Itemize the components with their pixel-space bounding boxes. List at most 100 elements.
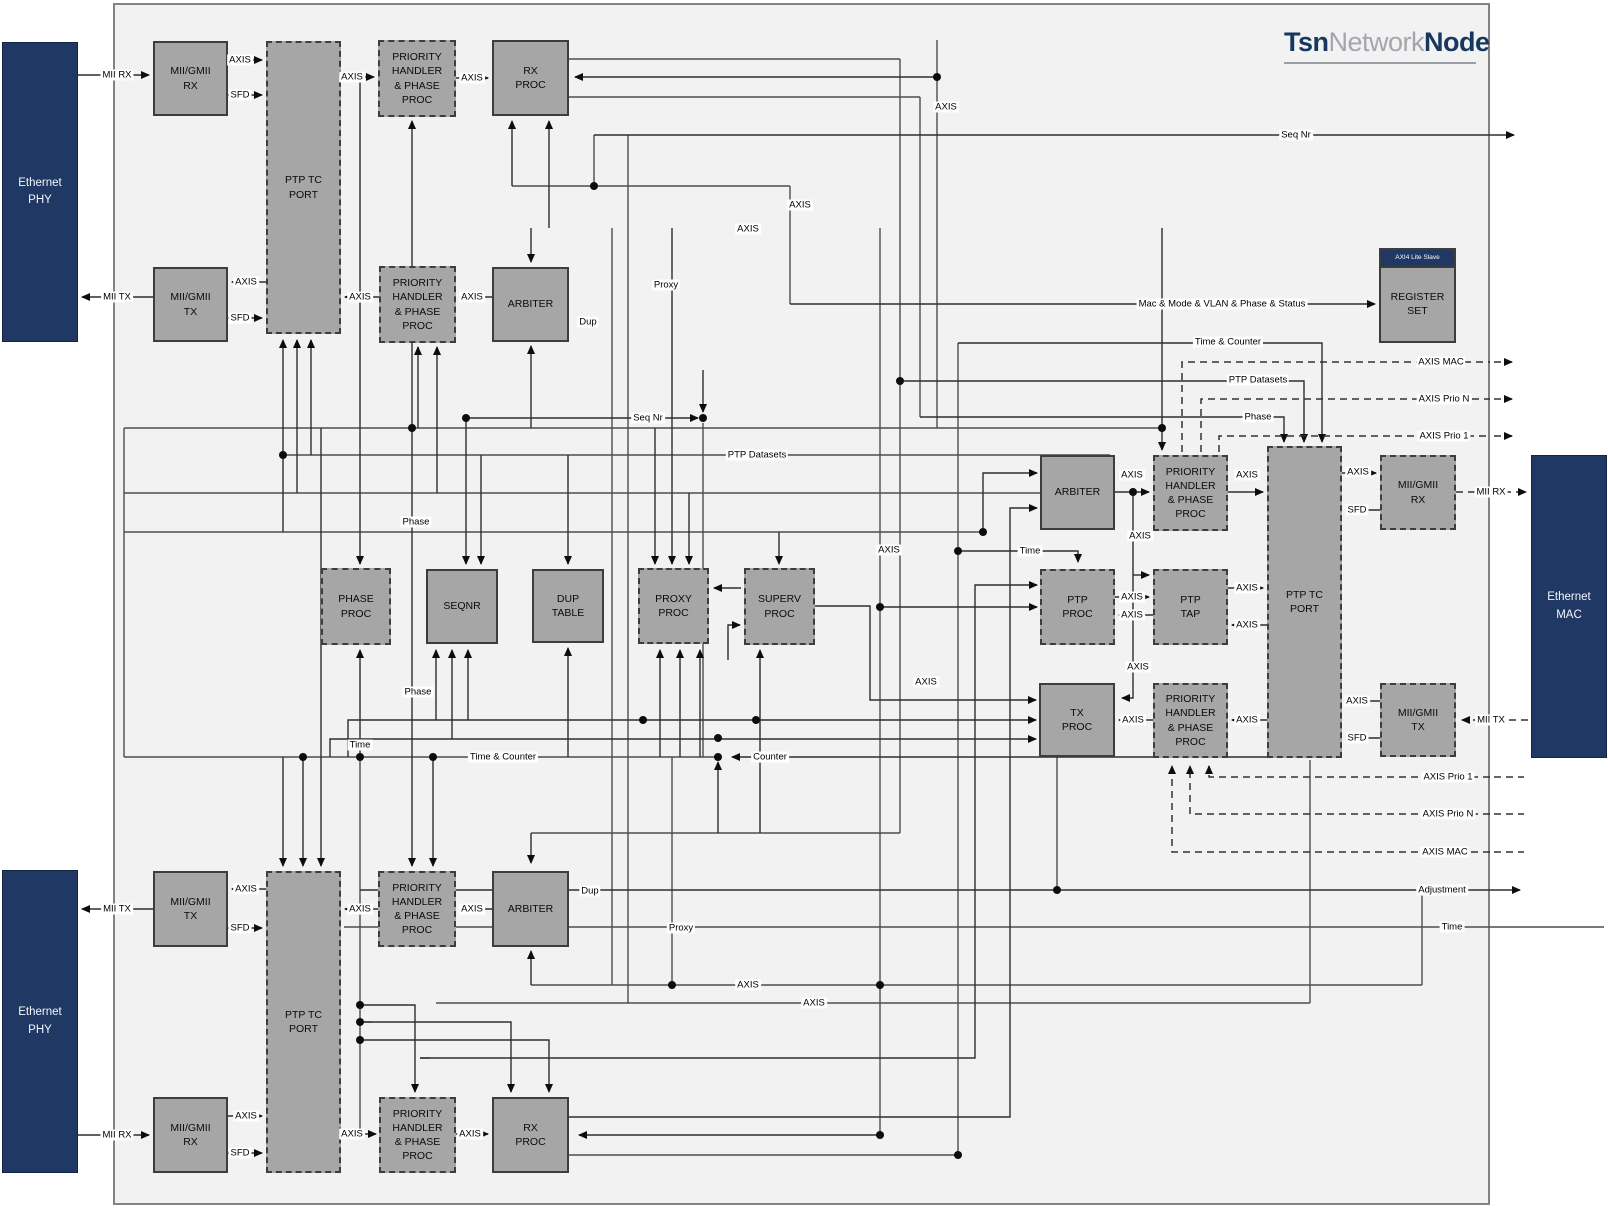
wire-label-axis-prio-1: AXIS Prio 1 <box>1417 430 1471 442</box>
wire-label-axis: AXIS <box>347 903 373 915</box>
ptp-tap-label: PTP TAP <box>1180 593 1201 620</box>
wire-label-time: Time <box>347 739 373 751</box>
wire-label-axis: AXIS <box>1234 619 1260 631</box>
mii-gmii-rx-right-label: MII/GMII RX <box>1397 479 1439 506</box>
wire-label-time: Time <box>1439 921 1465 933</box>
priority-handler-phase-proc-3: PRIORITY HANDLER & PHASE PROC <box>1153 455 1228 531</box>
ethernet-mac-label: Ethernet MAC <box>1547 591 1591 621</box>
rx-proc-bottom: RX PROC <box>492 1097 569 1173</box>
wire-label-proxy: Proxy <box>666 922 696 934</box>
mii-gmii-tx-right-label: MII/GMII TX <box>1397 706 1439 733</box>
wire-label-dup: Dup <box>579 885 601 897</box>
wire-label-seq-nr: Seq Nr <box>1279 129 1313 141</box>
mii-gmii-tx-bottom-left: MII/GMII TX <box>153 871 228 947</box>
mii-gmii-tx-bottom-left-label: MII/GMII TX <box>170 895 211 922</box>
wire-label-mii-rx: MII RX <box>100 69 134 81</box>
priority-handler-phase-proc-3-label: PRIORITY HANDLER & PHASE PROC <box>1165 465 1216 521</box>
ptp-tc-port-right-label: PTP TC PORT <box>1286 588 1323 615</box>
ptp-tc-port-right: PTP TC PORT <box>1267 446 1342 758</box>
wire-label-axis: AXIS <box>233 276 259 288</box>
wire-label-mii-rx: MII RX <box>100 1129 134 1141</box>
wire-label-axis-mac: AXIS MAC <box>1420 846 1470 858</box>
wire-label-axis: AXIS <box>1344 695 1370 707</box>
ethernet-phy-bottom: Ethernet PHY <box>2 870 78 1173</box>
arbiter-top: ARBITER <box>492 267 569 342</box>
wire-label-axis: AXIS <box>459 291 485 303</box>
logo-part-node: Node <box>1424 27 1490 57</box>
ptp-tc-port-bottom-left: PTP TC PORT <box>266 871 341 1173</box>
wire-label-axis: AXIS <box>457 1128 483 1140</box>
logo-part-network: Network <box>1328 27 1425 57</box>
mii-gmii-rx-bottom-left-label: MII/GMII RX <box>170 1121 211 1148</box>
mii-gmii-rx-top-left-label: MII/GMII RX <box>170 65 211 92</box>
rx-proc-bottom-label: RX PROC <box>515 1121 546 1148</box>
wire-label-axis: AXIS <box>347 291 373 303</box>
axi4-lite-slave-header: AXI4 Lite Slave <box>1381 250 1454 268</box>
arbiter-top-label: ARBITER <box>507 298 554 311</box>
wire-label-adjustment: Adjustment <box>1416 884 1468 896</box>
logo-part-tsn: Tsn <box>1284 27 1329 57</box>
wire-label-axis: AXIS <box>339 71 365 83</box>
wire-label-axis: AXIS <box>459 903 485 915</box>
wire-label-sfd: SFD <box>1345 504 1369 516</box>
priority-handler-phase-proc-1: PRIORITY HANDLER & PHASE PROC <box>378 40 456 117</box>
wire-label-axis: AXIS <box>735 223 761 235</box>
wire-label-axis: AXIS <box>876 544 902 556</box>
priority-handler-phase-proc-5-label: PRIORITY HANDLER & PHASE PROC <box>391 881 443 937</box>
priority-handler-phase-proc-6-label: PRIORITY HANDLER & PHASE PROC <box>392 1107 443 1163</box>
priority-handler-phase-proc-5: PRIORITY HANDLER & PHASE PROC <box>378 871 456 947</box>
rx-proc-top-label: RX PROC <box>515 64 546 91</box>
mii-gmii-rx-top-left: MII/GMII RX <box>153 41 228 116</box>
priority-handler-phase-proc-1-label: PRIORITY HANDLER & PHASE PROC <box>391 51 443 106</box>
wire-label-sfd: SFD <box>228 89 252 101</box>
wire-label-axis: AXIS <box>1234 469 1260 481</box>
priority-handler-phase-proc-4: PRIORITY HANDLER & PHASE PROC <box>1153 683 1228 758</box>
tx-proc: TX PROC <box>1039 683 1115 757</box>
dup-table-label: DUP TABLE <box>551 592 585 619</box>
priority-handler-phase-proc-4-label: PRIORITY HANDLER & PHASE PROC <box>1165 693 1216 748</box>
mii-gmii-tx-top-left-label: MII/GMII TX <box>170 291 211 318</box>
dup-table: DUP TABLE <box>532 569 604 643</box>
wire-label-axis: AXIS <box>933 101 959 113</box>
wire-label-axis: AXIS <box>787 199 813 211</box>
phase-proc: PHASE PROC <box>321 568 391 645</box>
wire-label-sfd: SFD <box>228 922 252 934</box>
wire-label-axis: AXIS <box>735 979 761 991</box>
rx-proc-top: RX PROC <box>492 40 569 116</box>
ptp-proc: PTP PROC <box>1040 569 1115 645</box>
wire-label-axis: AXIS <box>1127 530 1153 542</box>
superv-proc: SUPERV PROC <box>744 568 815 645</box>
ethernet-mac: Ethernet MAC <box>1531 455 1607 758</box>
wire-label-axis: AXIS <box>339 1128 365 1140</box>
ptp-tc-port-bottom-left-label: PTP TC PORT <box>285 1008 322 1035</box>
wire-label-phase: Phase <box>400 516 432 528</box>
wire-label-axis: AXIS <box>1125 661 1151 673</box>
register-set-label: REGISTER SET <box>1390 291 1445 318</box>
wire-label-phase: Phase <box>1242 411 1274 423</box>
mii-gmii-tx-right: MII/GMII TX <box>1380 683 1456 757</box>
wire-label-axis: AXIS <box>1120 714 1146 726</box>
arbiter-right: ARBITER <box>1040 455 1115 530</box>
wire-label-dup: Dup <box>577 316 599 328</box>
wire-label-axis: AXIS <box>227 54 253 66</box>
wire-label-axis: AXIS <box>233 883 259 895</box>
arbiter-bottom: ARBITER <box>492 871 569 947</box>
arbiter-bottom-label: ARBITER <box>507 902 554 915</box>
axis-stream-dashed-wires <box>1168 358 1528 853</box>
wire-label-axis-prio-1: AXIS Prio 1 <box>1421 771 1475 783</box>
wire-label-axis: AXIS <box>233 1110 259 1122</box>
wire-label-axis: AXIS <box>459 72 485 84</box>
wire-label-axis: AXIS <box>913 676 939 688</box>
mii-gmii-rx-right: MII/GMII RX <box>1380 455 1456 530</box>
priority-handler-phase-proc-6: PRIORITY HANDLER & PHASE PROC <box>379 1097 456 1173</box>
ethernet-phy-top-label: Ethernet PHY <box>18 176 62 206</box>
wire-label-mii-tx: MII TX <box>101 903 133 915</box>
ptp-tap: PTP TAP <box>1153 569 1228 645</box>
wire-label-time-counter: Time & Counter <box>1192 336 1264 348</box>
wire-label-time-counter: Time & Counter <box>467 751 539 763</box>
wire-label-mac-mode-vlan-phase-status: Mac & Mode & VLAN & Phase & Status <box>1136 298 1308 310</box>
wire-label-sfd: SFD <box>228 1147 252 1159</box>
proxy-proc-label: PROXY PROC <box>655 592 692 619</box>
wire-label-phase: Phase <box>402 686 434 698</box>
